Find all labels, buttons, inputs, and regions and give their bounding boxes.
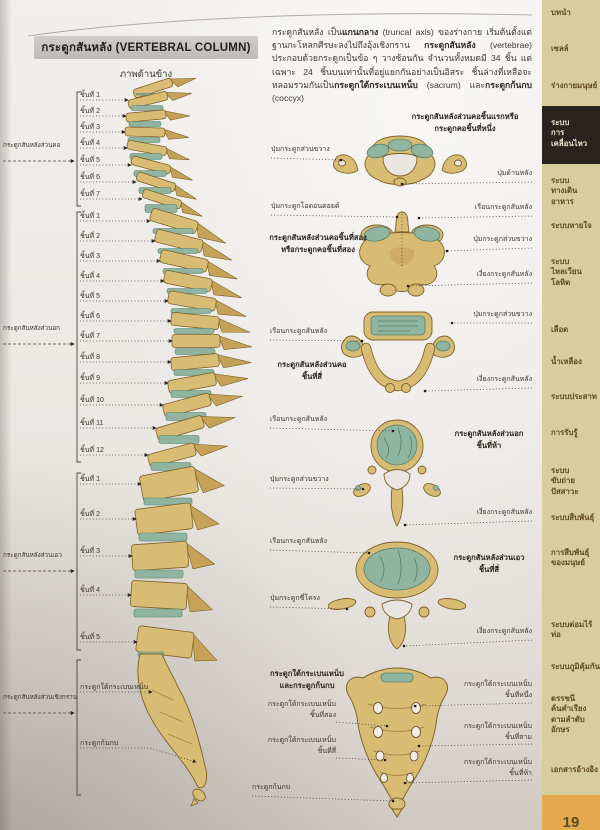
figure-annotation-axis-0: ปุ่มกระดูกโอดอนตอยด์ — [271, 203, 340, 210]
segment-label-thoracic-3: ชิ้นที่ 3 — [80, 253, 100, 260]
figure-annotation-t5-1: ปุ่มกระดูกส่วนขวาง — [270, 476, 329, 483]
intro-paragraph: กระดูกสันหลัง เป็นแกนกลาง (truncal axis)… — [272, 27, 532, 104]
figure-title-t5: กระดูกสันหลังส่วนอกชิ้นที่ห้า — [454, 429, 524, 450]
sidebar-tab-9: ระบบประสาท — [551, 392, 597, 401]
figure-annotation-l4-2: เงี่ยงกระดูกสันหลัง — [476, 628, 532, 635]
sidebar-tab-6: ระบบไหลเวียนโลหิต — [551, 257, 582, 287]
sidebar-tab-4: ระบบทางเดินอาหาร — [551, 176, 578, 206]
figure-annotation-axis-3: เงี่ยงกระดูกสันหลัง — [476, 271, 532, 278]
axis-illustration — [359, 211, 445, 297]
group-label-lumbar: กระดูกสันหลังส่วนเอว — [3, 552, 62, 559]
segment-label-thoracic-6: ชิ้นที่ 6 — [80, 313, 100, 320]
atlas-illustration — [333, 135, 467, 187]
figure-annotation-c4-2: เงี่ยงกระดูกสันหลัง — [476, 376, 532, 383]
sidebar-tab-2: ร่างกายมนุษย์ — [551, 81, 598, 90]
sidebar-tab-5: ระบบหายใจ — [551, 221, 592, 230]
segment-label-thoracic-7: ชิ้นที่ 7 — [80, 333, 100, 340]
lumbar-vertebra-l4-illustration — [328, 541, 466, 650]
sidebar-tab-10: การรับรู้ — [551, 428, 578, 437]
figure-annotation-c4-1: เรือนกระดูกสันหลัง — [270, 328, 328, 335]
sidebar-tab-1: เซลล์ — [551, 44, 569, 53]
figure-annotation-axis-1: เรือนกระดูกสันหลัง — [474, 204, 532, 211]
group-label-pelvic: กระดูกสันหลังส่วนเชิงกราน — [3, 694, 77, 701]
segment-label-thoracic-5: ชิ้นที่ 5 — [80, 293, 100, 300]
active-tab-highlight — [542, 106, 600, 164]
sidebar-tab-11: ระบบขับถ่ายปัสสาวะ — [551, 466, 579, 496]
figure-annotation-c4-0: ปุ่มกระดูกส่วนขวาง — [473, 311, 532, 318]
figure-title-c4: กระดูกสันหลังส่วนคอชิ้นที่สี่ — [277, 360, 347, 381]
segment-label-thoracic-1: ชิ้นที่ 1 — [80, 213, 100, 220]
figure-title-l4: กระดูกสันหลังส่วนเอวชิ้นที่สี่ — [453, 553, 525, 574]
cervical-vertebra-c4-illustration — [341, 311, 455, 393]
sidebar-tab-16: ดรรชนีค้นคำเรียงตามลำดับอักษร — [551, 694, 587, 735]
segment-label-lumbar-1: ชิ้นที่ 1 — [80, 476, 100, 483]
sidebar-tab-12: ระบบสืบพันธุ์ — [551, 513, 595, 522]
figure-annotation-axis-2: ปุ่มกระดูกส่วนขวาง — [473, 236, 532, 243]
segment-label-lumbar-3: ชิ้นที่ 3 — [80, 548, 100, 555]
side-view-caption: ภาพด้านข้าง — [119, 69, 173, 80]
sidebar-tab-17: เอกสารอ้างอิง — [551, 765, 598, 774]
segment-label-lumbar-4: ชิ้นที่ 4 — [80, 587, 100, 594]
segment-label-cervical-2: ชิ้นที่ 2 — [80, 108, 100, 115]
figure-annotation-sacrum-4: กระดูกใต้กระเบนเหน็บชิ้นที่ห้า — [463, 759, 532, 777]
figure-annotation-sacrum-1: กระดูกใต้กระเบนเหน็บชิ้นที่สอง — [267, 701, 336, 719]
figure-annotation-l4-1: ปุ่มกระดูกซี่โครง — [270, 595, 320, 602]
figure-annotation-l4-0: เรือนกระดูกสันหลัง — [270, 538, 328, 545]
chapter-tabs-sidebar: บทนำเซลล์ร่างกายมนุษย์ระบบการเคลื่อนไหวร… — [542, 0, 600, 830]
figure-annotation-sacrum-3: กระดูกใต้กระเบนเหน็บชิ้นที่สี่ — [267, 737, 336, 755]
thoracic-vertebra-t5-illustration — [353, 419, 441, 527]
figure-annotation-atlas-0: ปุ่มกระดูกส่วนขวาง — [271, 146, 330, 153]
group-label-thoracic: กระดูกสันหลังส่วนอก — [3, 325, 60, 332]
segment-label-cervical-6: ชิ้นที่ 6 — [80, 174, 100, 181]
sacrum-coccyx-illustration — [345, 667, 449, 818]
segment-label-cervical-1: ชิ้นที่ 1 — [80, 92, 100, 99]
segment-label-thoracic-4: ชิ้นที่ 4 — [80, 273, 100, 280]
page-number: 19 — [562, 814, 580, 830]
segment-label-thoracic-11: ชิ้นที่ 11 — [80, 420, 104, 427]
segment-label-thoracic-2: ชิ้นที่ 2 — [80, 233, 100, 240]
segment-label-thoracic-8: ชิ้นที่ 8 — [80, 354, 100, 361]
segment-label-cervical-3: ชิ้นที่ 3 — [80, 124, 100, 131]
sidebar-accent-block — [542, 795, 600, 830]
figure-title-atlas: กระดูกสันหลังส่วนคอชิ้นแรกหรือกระดูกคอชิ… — [411, 112, 519, 133]
figure-annotation-t5-0: เรือนกระดูกสันหลัง — [270, 416, 328, 423]
figure-title-sacrum: กระดูกใต้กระเบนเหน็บและกระดูกก้นกบ — [270, 669, 344, 690]
sidebar-tab-13: การสืบพันธุ์ของมนุษย์ — [551, 548, 590, 568]
sidebar-tab-3: ระบบการเคลื่อนไหว — [551, 118, 588, 148]
sidebar-tab-0: บทนำ — [551, 8, 571, 17]
sidebar-tab-7: เลือด — [551, 325, 569, 334]
figure-title-axis: กระดูกสันหลังส่วนคอชิ้นที่สองหรือกระดูกค… — [269, 233, 367, 254]
group-label-cervical: กระดูกสันหลังส่วนคอ — [3, 142, 61, 149]
segment-label-cervical-5: ชิ้นที่ 5 — [80, 157, 100, 164]
figure-annotation-sacrum-0: กระดูกใต้กระเบนเหน็บชิ้นที่หนึ่ง — [463, 681, 532, 699]
segment-label-pelvic-2: กระดูกก้นกบ — [80, 740, 119, 747]
segment-label-thoracic-10: ชิ้นที่ 10 — [80, 397, 104, 404]
figure-annotation-sacrum-2: กระดูกใต้กระเบนเหน็บชิ้นที่สาม — [463, 723, 532, 741]
segment-label-thoracic-9: ชิ้นที่ 9 — [80, 375, 100, 382]
segment-label-lumbar-2: ชิ้นที่ 2 — [80, 511, 100, 518]
segment-label-pelvic-1: กระดูกใต้กระเบนเหน็บ — [80, 684, 149, 691]
segment-label-cervical-7: ชิ้นที่ 7 — [80, 191, 100, 198]
segment-label-cervical-4: ชิ้นที่ 4 — [80, 140, 100, 147]
sidebar-tab-14: ระบบต่อมไร้ท่อ — [551, 620, 593, 640]
segment-label-thoracic-12: ชิ้นที่ 12 — [80, 447, 104, 454]
sidebar-tab-15: ระบบภูมิคุ้มกัน — [551, 662, 600, 671]
figure-annotation-atlas-1: ปุ่มด้านหลัง — [497, 170, 532, 177]
segment-label-lumbar-5: ชิ้นที่ 5 — [80, 634, 100, 641]
sidebar-tab-8: น้ำเหลือง — [551, 357, 582, 366]
page-title: กระดูกสันหลัง (VERTEBRAL COLUMN) — [34, 36, 258, 59]
figure-annotation-sacrum-5: กระดูกก้นกบ — [252, 784, 291, 791]
figure-annotation-t5-2: เงี่ยงกระดูกสันหลัง — [476, 509, 532, 516]
